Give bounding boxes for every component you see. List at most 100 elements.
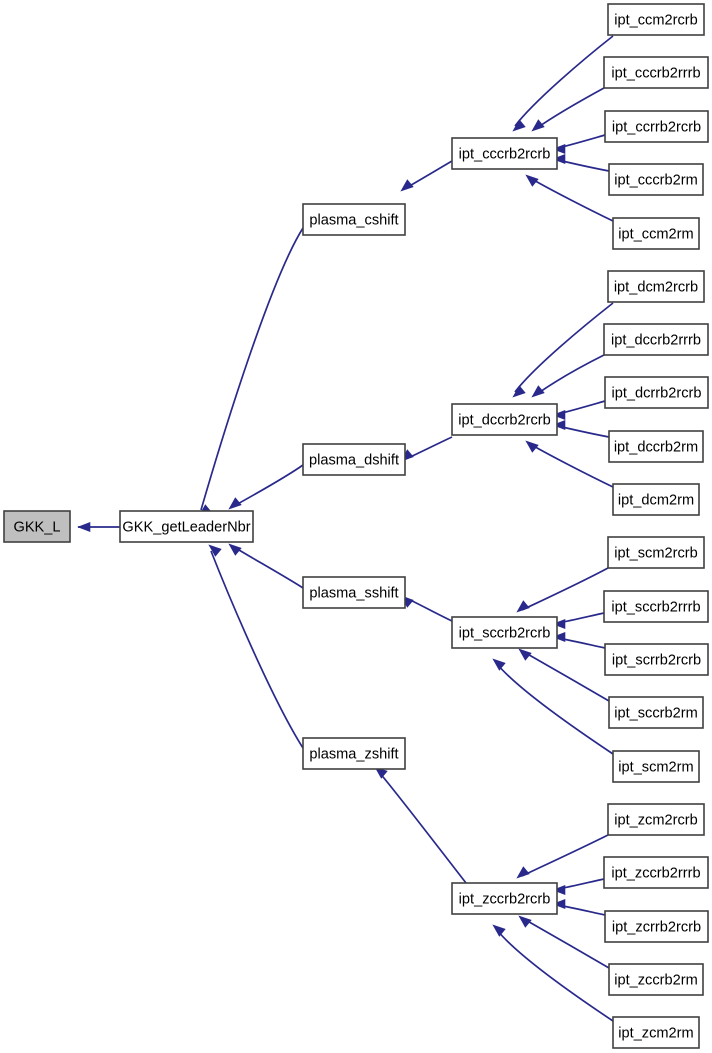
call-edge bbox=[405, 436, 453, 460]
graph-node-cccrb2rcrb[interactable]: ipt_cccrb2rcrb bbox=[451, 137, 558, 170]
node-box[interactable] bbox=[608, 430, 704, 463]
node-box[interactable] bbox=[604, 910, 709, 943]
graph-node-cccrb2rm[interactable]: ipt_cccrb2rm bbox=[608, 163, 704, 196]
node-label: ipt_zcrrb2rcrb bbox=[612, 919, 701, 935]
node-label: GKK_L bbox=[13, 519, 60, 535]
node-label: plasma_zshift bbox=[309, 746, 398, 762]
node-label: ipt_ccm2rm bbox=[618, 226, 693, 242]
node-box[interactable] bbox=[119, 510, 254, 543]
call-edge bbox=[233, 464, 304, 507]
node-box[interactable] bbox=[604, 643, 709, 676]
node-box[interactable] bbox=[608, 696, 704, 729]
graph-node-getleadernbr[interactable]: GKK_getLeaderNbr bbox=[119, 510, 254, 543]
graph-node-plasma_zshift[interactable]: plasma_zshift bbox=[302, 737, 406, 770]
call-edge bbox=[557, 159, 610, 172]
call-edge bbox=[529, 443, 614, 488]
node-box[interactable] bbox=[604, 376, 709, 409]
graph-node-plasma_cshift[interactable]: plasma_cshift bbox=[302, 203, 406, 236]
node-box[interactable] bbox=[603, 56, 709, 89]
node-box[interactable] bbox=[607, 3, 705, 36]
node-label: ipt_zcm2rcrb bbox=[614, 812, 698, 828]
node-layer: GKK_L GKK_getLeaderNbr plasma_cshiftplasma… bbox=[3, 3, 709, 1049]
graph-node-dcrrb2rcrb[interactable]: ipt_dcrrb2rcrb bbox=[604, 376, 709, 409]
node-box[interactable] bbox=[302, 203, 406, 236]
graph-node-dccrb2rcrb[interactable]: ipt_dccrb2rcrb bbox=[451, 403, 558, 436]
graph-node-ccm2rcrb[interactable]: ipt_ccm2rcrb bbox=[607, 3, 705, 36]
node-label: ipt_scm2rm bbox=[618, 759, 693, 775]
node-label: ipt_dcrrb2rcrb bbox=[611, 385, 701, 401]
graph-node-dcm2rm[interactable]: ipt_dcm2rm bbox=[612, 483, 700, 516]
node-box[interactable] bbox=[451, 137, 558, 170]
call-edge-arrowhead bbox=[516, 600, 530, 613]
graph-node-zccrb2rrrb[interactable]: ipt_zccrb2rrrb bbox=[603, 856, 709, 889]
node-box[interactable] bbox=[3, 510, 71, 543]
call-edge bbox=[496, 663, 614, 755]
graph-node-sccrb2rrrb[interactable]: ipt_sccrb2rrrb bbox=[603, 590, 709, 623]
call-edge bbox=[514, 35, 614, 127]
call-edge-arrowhead bbox=[525, 174, 539, 187]
call-edge-arrowhead bbox=[77, 521, 91, 533]
graph-node-plasma_dshift[interactable]: plasma_dshift bbox=[302, 443, 406, 476]
node-box[interactable] bbox=[608, 963, 704, 996]
graph-node-dcm2rcrb[interactable]: ipt_dcm2rcrb bbox=[607, 270, 705, 303]
node-label: ipt_ccm2rcrb bbox=[614, 12, 698, 28]
graph-node-sccrb2rm[interactable]: ipt_sccrb2rm bbox=[608, 696, 704, 729]
node-box[interactable] bbox=[607, 536, 705, 569]
node-box[interactable] bbox=[612, 483, 700, 516]
graph-node-dccrb2rrrb[interactable]: ipt_dccrb2rrrb bbox=[603, 323, 709, 356]
node-box[interactable] bbox=[608, 163, 704, 196]
graph-node-scm2rcrb[interactable]: ipt_scm2rcrb bbox=[607, 536, 705, 569]
node-box[interactable] bbox=[603, 856, 709, 889]
call-edge-arrowhead bbox=[228, 497, 242, 510]
node-label: GKK_getLeaderNbr bbox=[122, 519, 250, 535]
call-edge bbox=[536, 87, 605, 129]
node-label: plasma_dshift bbox=[309, 452, 399, 468]
graph-node-scm2rm[interactable]: ipt_scm2rm bbox=[612, 750, 700, 783]
graph-node-dccrb2rm[interactable]: ipt_dccrb2rm bbox=[608, 430, 704, 463]
call-edge bbox=[210, 550, 304, 749]
graph-node-gkk_l[interactable]: GKK_L bbox=[3, 510, 71, 543]
node-label: ipt_zccrb2rcrb bbox=[459, 891, 551, 907]
call-edge bbox=[521, 567, 609, 611]
graph-node-zccrb2rcrb[interactable]: ipt_zccrb2rcrb bbox=[451, 882, 558, 915]
graph-node-sccrb2rcrb[interactable]: ipt_sccrb2rcrb bbox=[451, 616, 558, 649]
call-edge-arrowhead bbox=[552, 898, 566, 910]
node-box[interactable] bbox=[612, 1016, 700, 1049]
call-edge-arrowhead bbox=[512, 119, 526, 132]
node-box[interactable] bbox=[607, 270, 705, 303]
call-edge-arrowhead bbox=[516, 866, 530, 879]
graph-node-zcrrb2rcrb[interactable]: ipt_zcrrb2rcrb bbox=[604, 910, 709, 943]
node-box[interactable] bbox=[612, 750, 700, 783]
call-edge-arrowhead bbox=[552, 409, 566, 421]
graph-node-plasma_sshift[interactable]: plasma_sshift bbox=[302, 576, 406, 609]
node-box[interactable] bbox=[451, 882, 558, 915]
node-label: ipt_dcm2rm bbox=[618, 492, 694, 508]
graph-node-ccm2rm[interactable]: ipt_ccm2rm bbox=[612, 217, 700, 250]
node-box[interactable] bbox=[451, 616, 558, 649]
node-box[interactable] bbox=[603, 323, 709, 356]
graph-node-zcm2rm[interactable]: ipt_zcm2rm bbox=[612, 1016, 700, 1049]
node-label: ipt_scrrb2rcrb bbox=[612, 652, 701, 668]
node-box[interactable] bbox=[451, 403, 558, 436]
node-box[interactable] bbox=[302, 576, 406, 609]
graph-node-zccrb2rm[interactable]: ipt_zccrb2rm bbox=[608, 963, 704, 996]
node-box[interactable] bbox=[302, 737, 406, 770]
node-label: ipt_scm2rcrb bbox=[614, 545, 698, 561]
node-label: plasma_sshift bbox=[309, 585, 398, 601]
graph-node-zcm2rcrb[interactable]: ipt_zcm2rcrb bbox=[607, 803, 705, 836]
edge-layer bbox=[77, 35, 614, 1022]
call-edge-arrowhead bbox=[492, 658, 506, 671]
graph-node-ccrrb2rcrb[interactable]: ipt_ccrrb2rcrb bbox=[604, 110, 709, 143]
node-box[interactable] bbox=[604, 110, 709, 143]
call-edge-arrowhead bbox=[518, 915, 532, 928]
call-edge bbox=[514, 302, 614, 393]
call-edge-arrowhead bbox=[512, 385, 526, 398]
node-box[interactable] bbox=[612, 217, 700, 250]
node-box[interactable] bbox=[302, 443, 406, 476]
node-box[interactable] bbox=[607, 803, 705, 836]
graph-node-cccrb2rrrb[interactable]: ipt_cccrb2rrrb bbox=[603, 56, 709, 89]
node-box[interactable] bbox=[603, 590, 709, 623]
graph-node-scrrb2rcrb[interactable]: ipt_scrrb2rcrb bbox=[604, 643, 709, 676]
